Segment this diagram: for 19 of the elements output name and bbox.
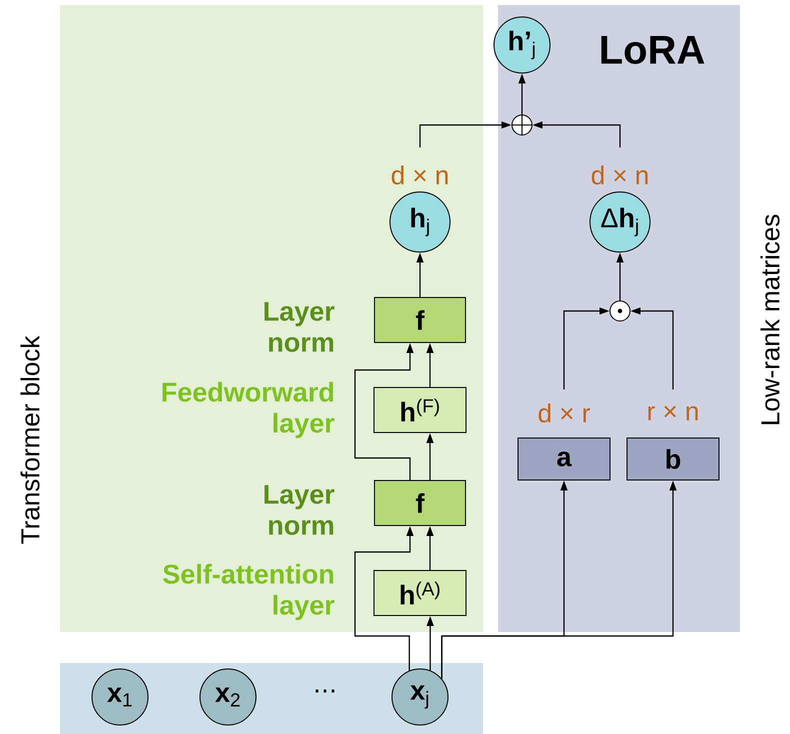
node-label: Low-rank matrices xyxy=(760,214,780,424)
sum-operator xyxy=(511,114,533,136)
matrix-box: a xyxy=(518,438,610,480)
norm-box: f xyxy=(374,480,466,526)
layer-label: Layer norm xyxy=(264,302,334,352)
product-operator xyxy=(610,300,630,322)
layer-label: Layer norm xyxy=(264,485,334,535)
layer-label: Feedworward layer xyxy=(162,382,334,438)
matrix-box: b xyxy=(626,438,720,480)
dimension-label: d × r xyxy=(538,403,590,423)
dimension-label: d × n xyxy=(592,165,648,185)
layer-box: h$^{(A)}$ xyxy=(374,570,466,616)
norm-box: f xyxy=(374,297,466,343)
ellipsis: ⋯ xyxy=(316,690,334,692)
layer-label: Self-attention layer xyxy=(163,564,334,620)
node-label: Transformer block xyxy=(20,336,40,544)
dimension-label: r × n xyxy=(648,406,698,420)
layer-box: h$^{(F)}$ xyxy=(374,387,466,433)
dimension-label: d × n xyxy=(392,165,448,185)
